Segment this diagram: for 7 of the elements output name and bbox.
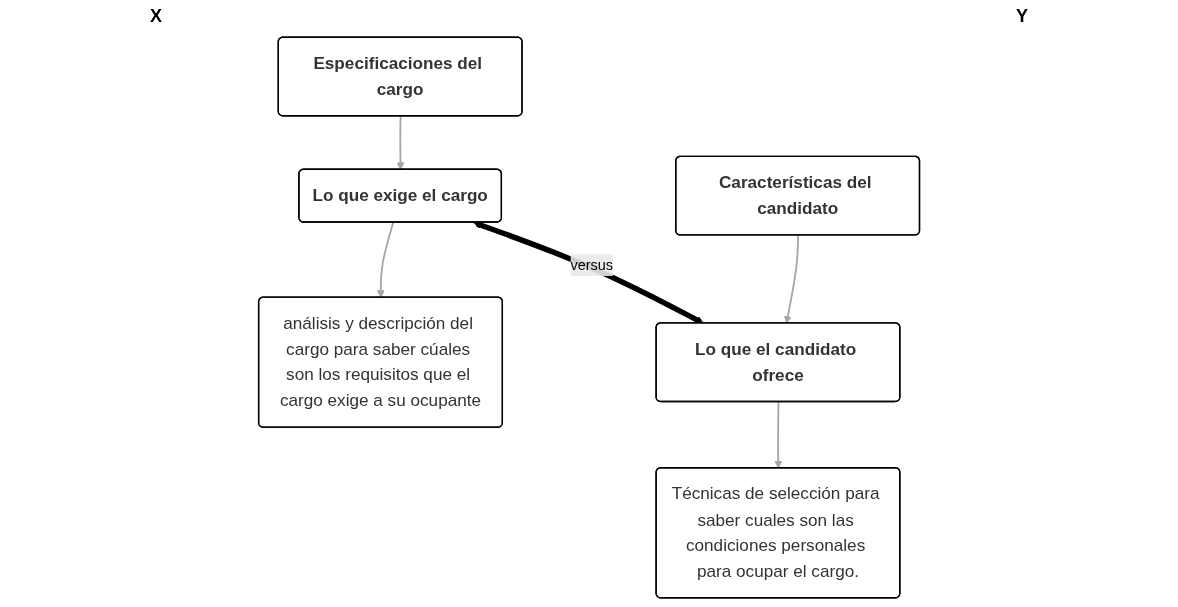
arrow — [783, 234, 799, 324]
arrow — [396, 115, 405, 171]
arrow — [376, 221, 395, 298]
column-heading: Y — [1016, 6, 1028, 28]
edge-label: versus — [570, 257, 613, 273]
column-heading: X — [150, 6, 162, 28]
arrow — [774, 401, 783, 469]
